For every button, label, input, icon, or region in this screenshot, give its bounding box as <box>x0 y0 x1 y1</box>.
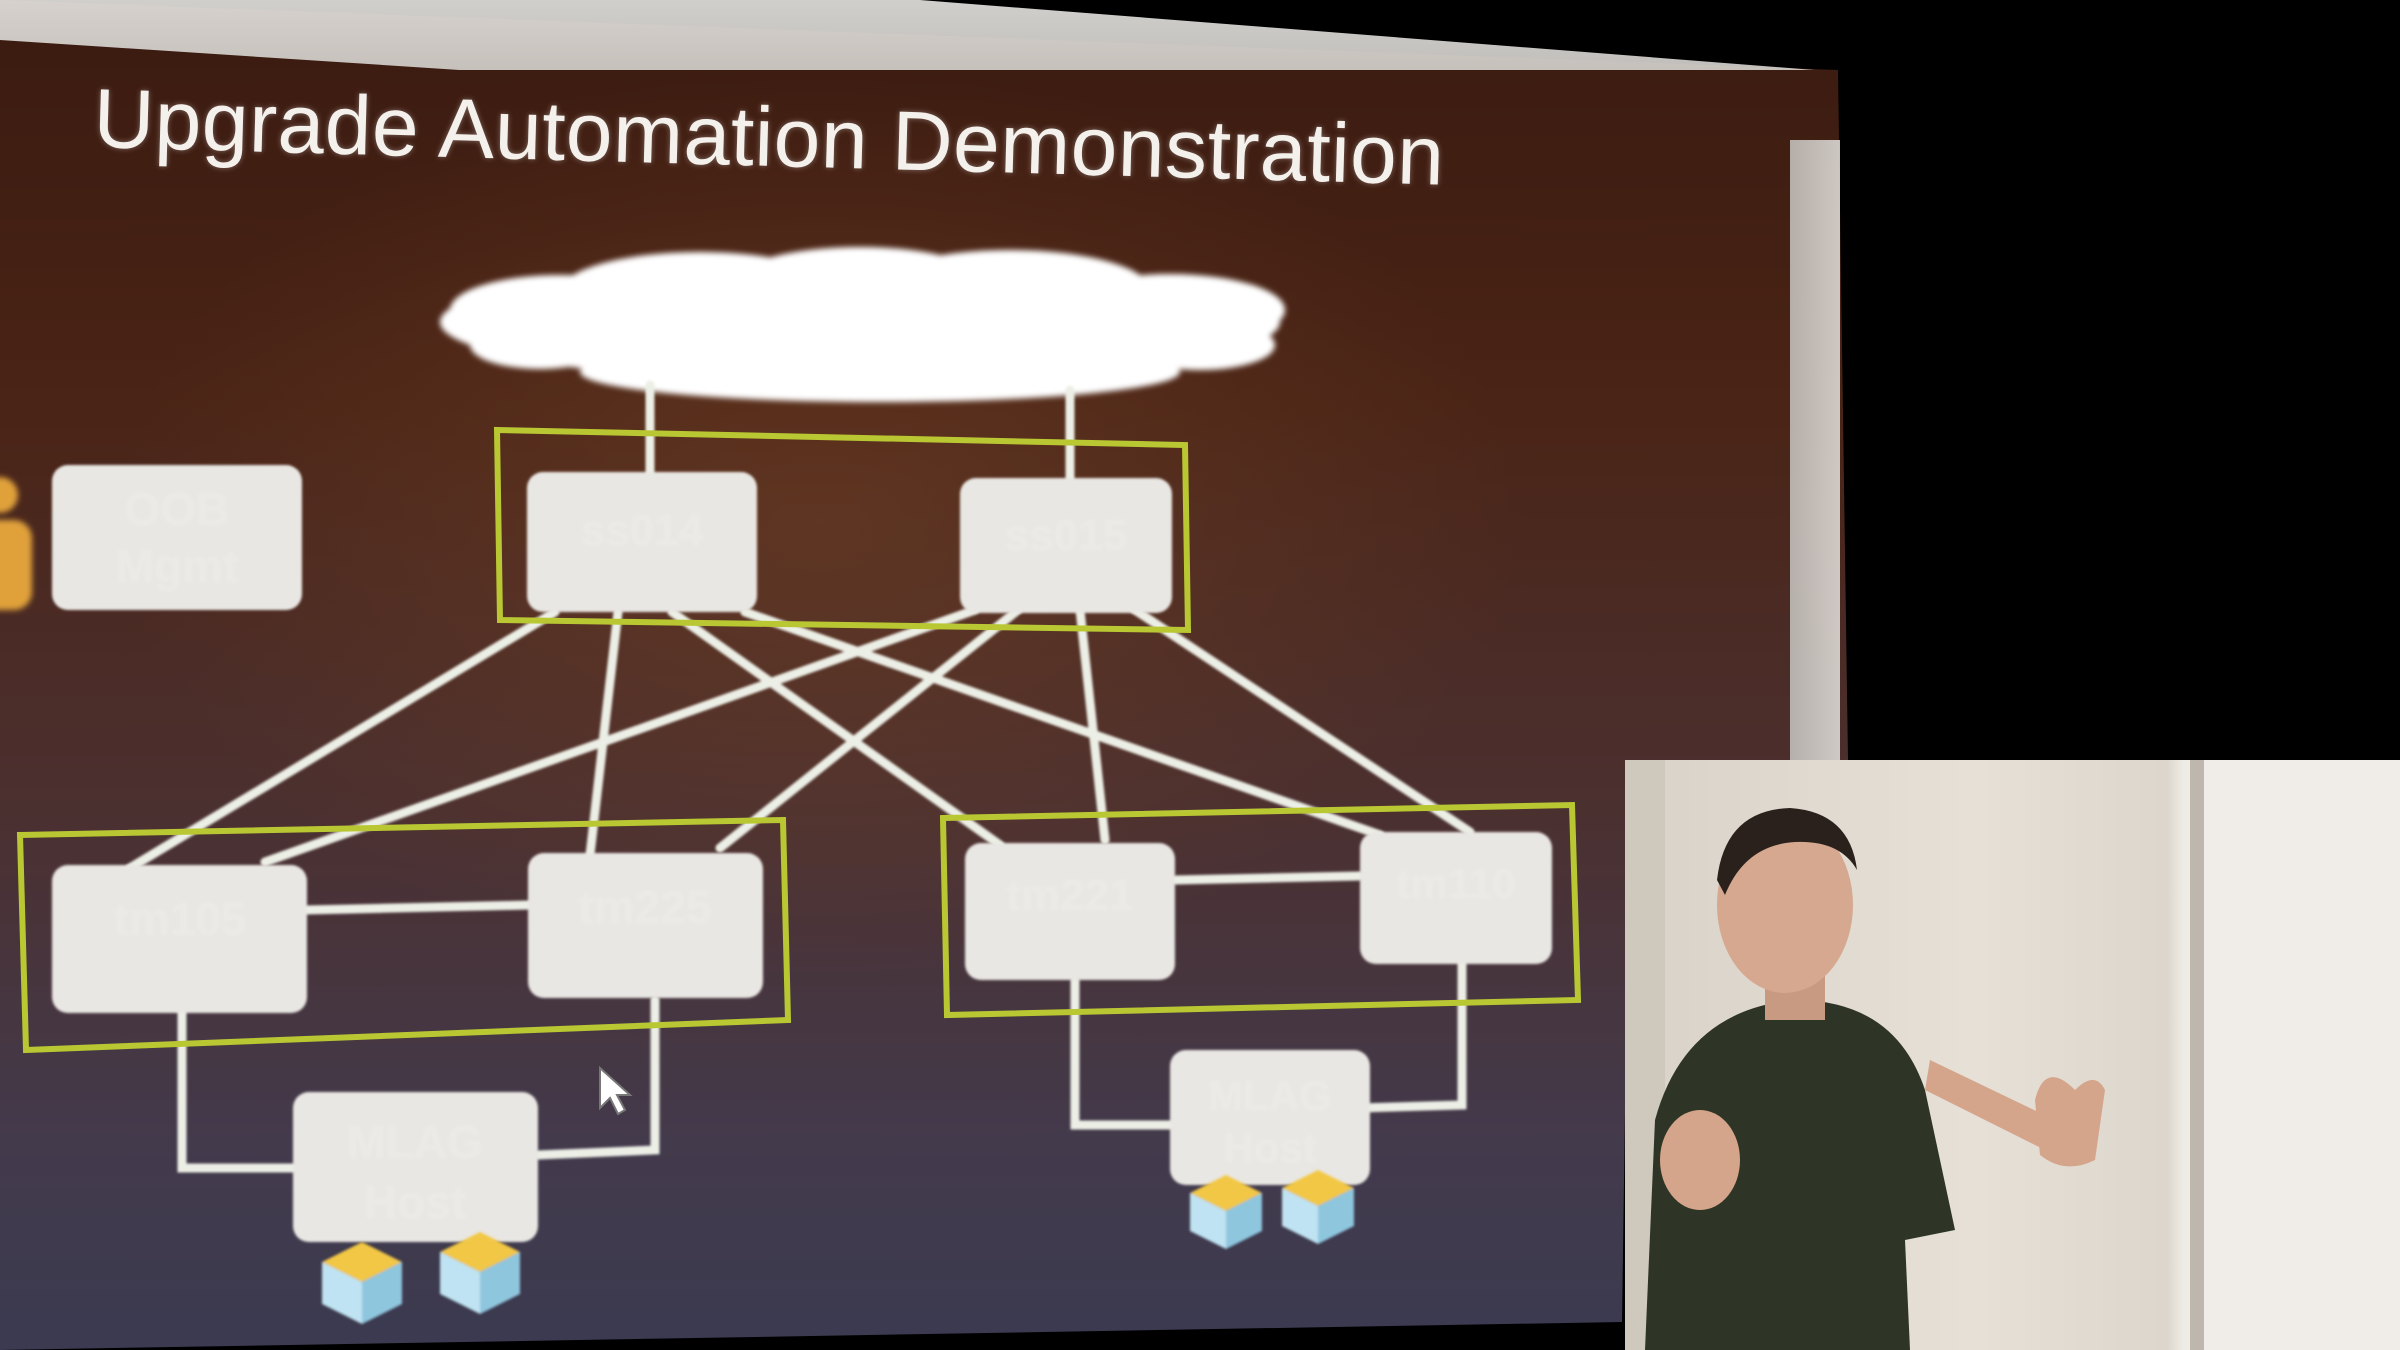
mlag-host-left-label-line2: Host <box>364 1176 466 1228</box>
mlag-host-right-label-line1: MLAG <box>1208 1072 1332 1119</box>
group-outlines <box>16 426 1582 1054</box>
nodes: OOB Mgmt ss014 ss015 tm105 tm225 <box>52 465 1552 1242</box>
leaf-node-tm110-label: tm110 <box>1396 860 1515 907</box>
server-box-icon <box>440 1232 520 1314</box>
leaf-node-tm221-label: tm221 <box>1006 871 1133 920</box>
spine-node-ss015-label: ss015 <box>1005 511 1127 560</box>
oob-mgmt-node: OOB Mgmt <box>52 465 302 610</box>
spine-node-ss015: ss015 <box>960 478 1172 613</box>
link-spine1-leaf4 <box>740 607 1385 840</box>
mlag-host-node-left: MLAG Host <box>293 1092 538 1242</box>
server-icons <box>322 1170 1354 1324</box>
speaker-figure <box>1625 760 2400 1350</box>
link-leaf4-host2 <box>1355 955 1467 1113</box>
mlag-host-right-label-line2: Host <box>1223 1124 1316 1171</box>
spine-node-ss014: ss014 <box>527 472 757 612</box>
leaf-node-tm105: tm105 <box>52 865 307 1013</box>
leaf-node-tm225: tm225 <box>528 853 763 998</box>
link-spine2-leaf3 <box>1075 605 1110 845</box>
mouse-cursor-icon <box>599 1065 633 1116</box>
link-spine1-leaf2 <box>585 607 623 860</box>
server-box-icon <box>322 1242 402 1324</box>
internet-cloud-icon <box>440 247 1285 402</box>
mlag-host-node-right: MLAG Host <box>1170 1050 1370 1185</box>
link-spine2-leaf4 <box>1130 605 1475 837</box>
leaf-node-tm105-label: tm105 <box>114 893 247 945</box>
link-leaf1-leaf2 <box>300 900 535 915</box>
oob-mgmt-label-line2: Mgmt <box>116 540 239 592</box>
leaf-group-right-outline <box>939 801 1582 1019</box>
leaf-node-tm225-label: tm225 <box>579 881 712 933</box>
link-leaf2-host1 <box>533 995 660 1160</box>
link-spine2-leaf2 <box>715 605 1023 853</box>
speaker-video-inset <box>1625 760 2400 1350</box>
link-spine1-leaf1 <box>125 607 560 873</box>
leaf-group-left-outline <box>16 816 792 1054</box>
link-spine1-leaf3 <box>667 607 1005 850</box>
oob-mgmt-label-line1: OOB <box>125 483 230 535</box>
spine-node-ss014-label: ss014 <box>581 506 704 555</box>
link-leaf3-leaf4 <box>1170 871 1365 885</box>
person-clipart-icon <box>0 477 32 610</box>
server-box-icon <box>1282 1170 1354 1244</box>
link-leaf3-host2 <box>1070 975 1180 1130</box>
spine-group-outline <box>493 426 1192 634</box>
mlag-host-left-label-line1: MLAG <box>347 1116 482 1168</box>
leaf-node-tm221: tm221 <box>965 843 1175 980</box>
link-spine2-leaf1 <box>260 605 980 867</box>
link-leaf1-host1 <box>177 1005 303 1173</box>
projector-window-border <box>1790 140 1840 760</box>
server-box-icon <box>1190 1175 1262 1249</box>
leaf-node-tm110: tm110 <box>1360 832 1552 964</box>
